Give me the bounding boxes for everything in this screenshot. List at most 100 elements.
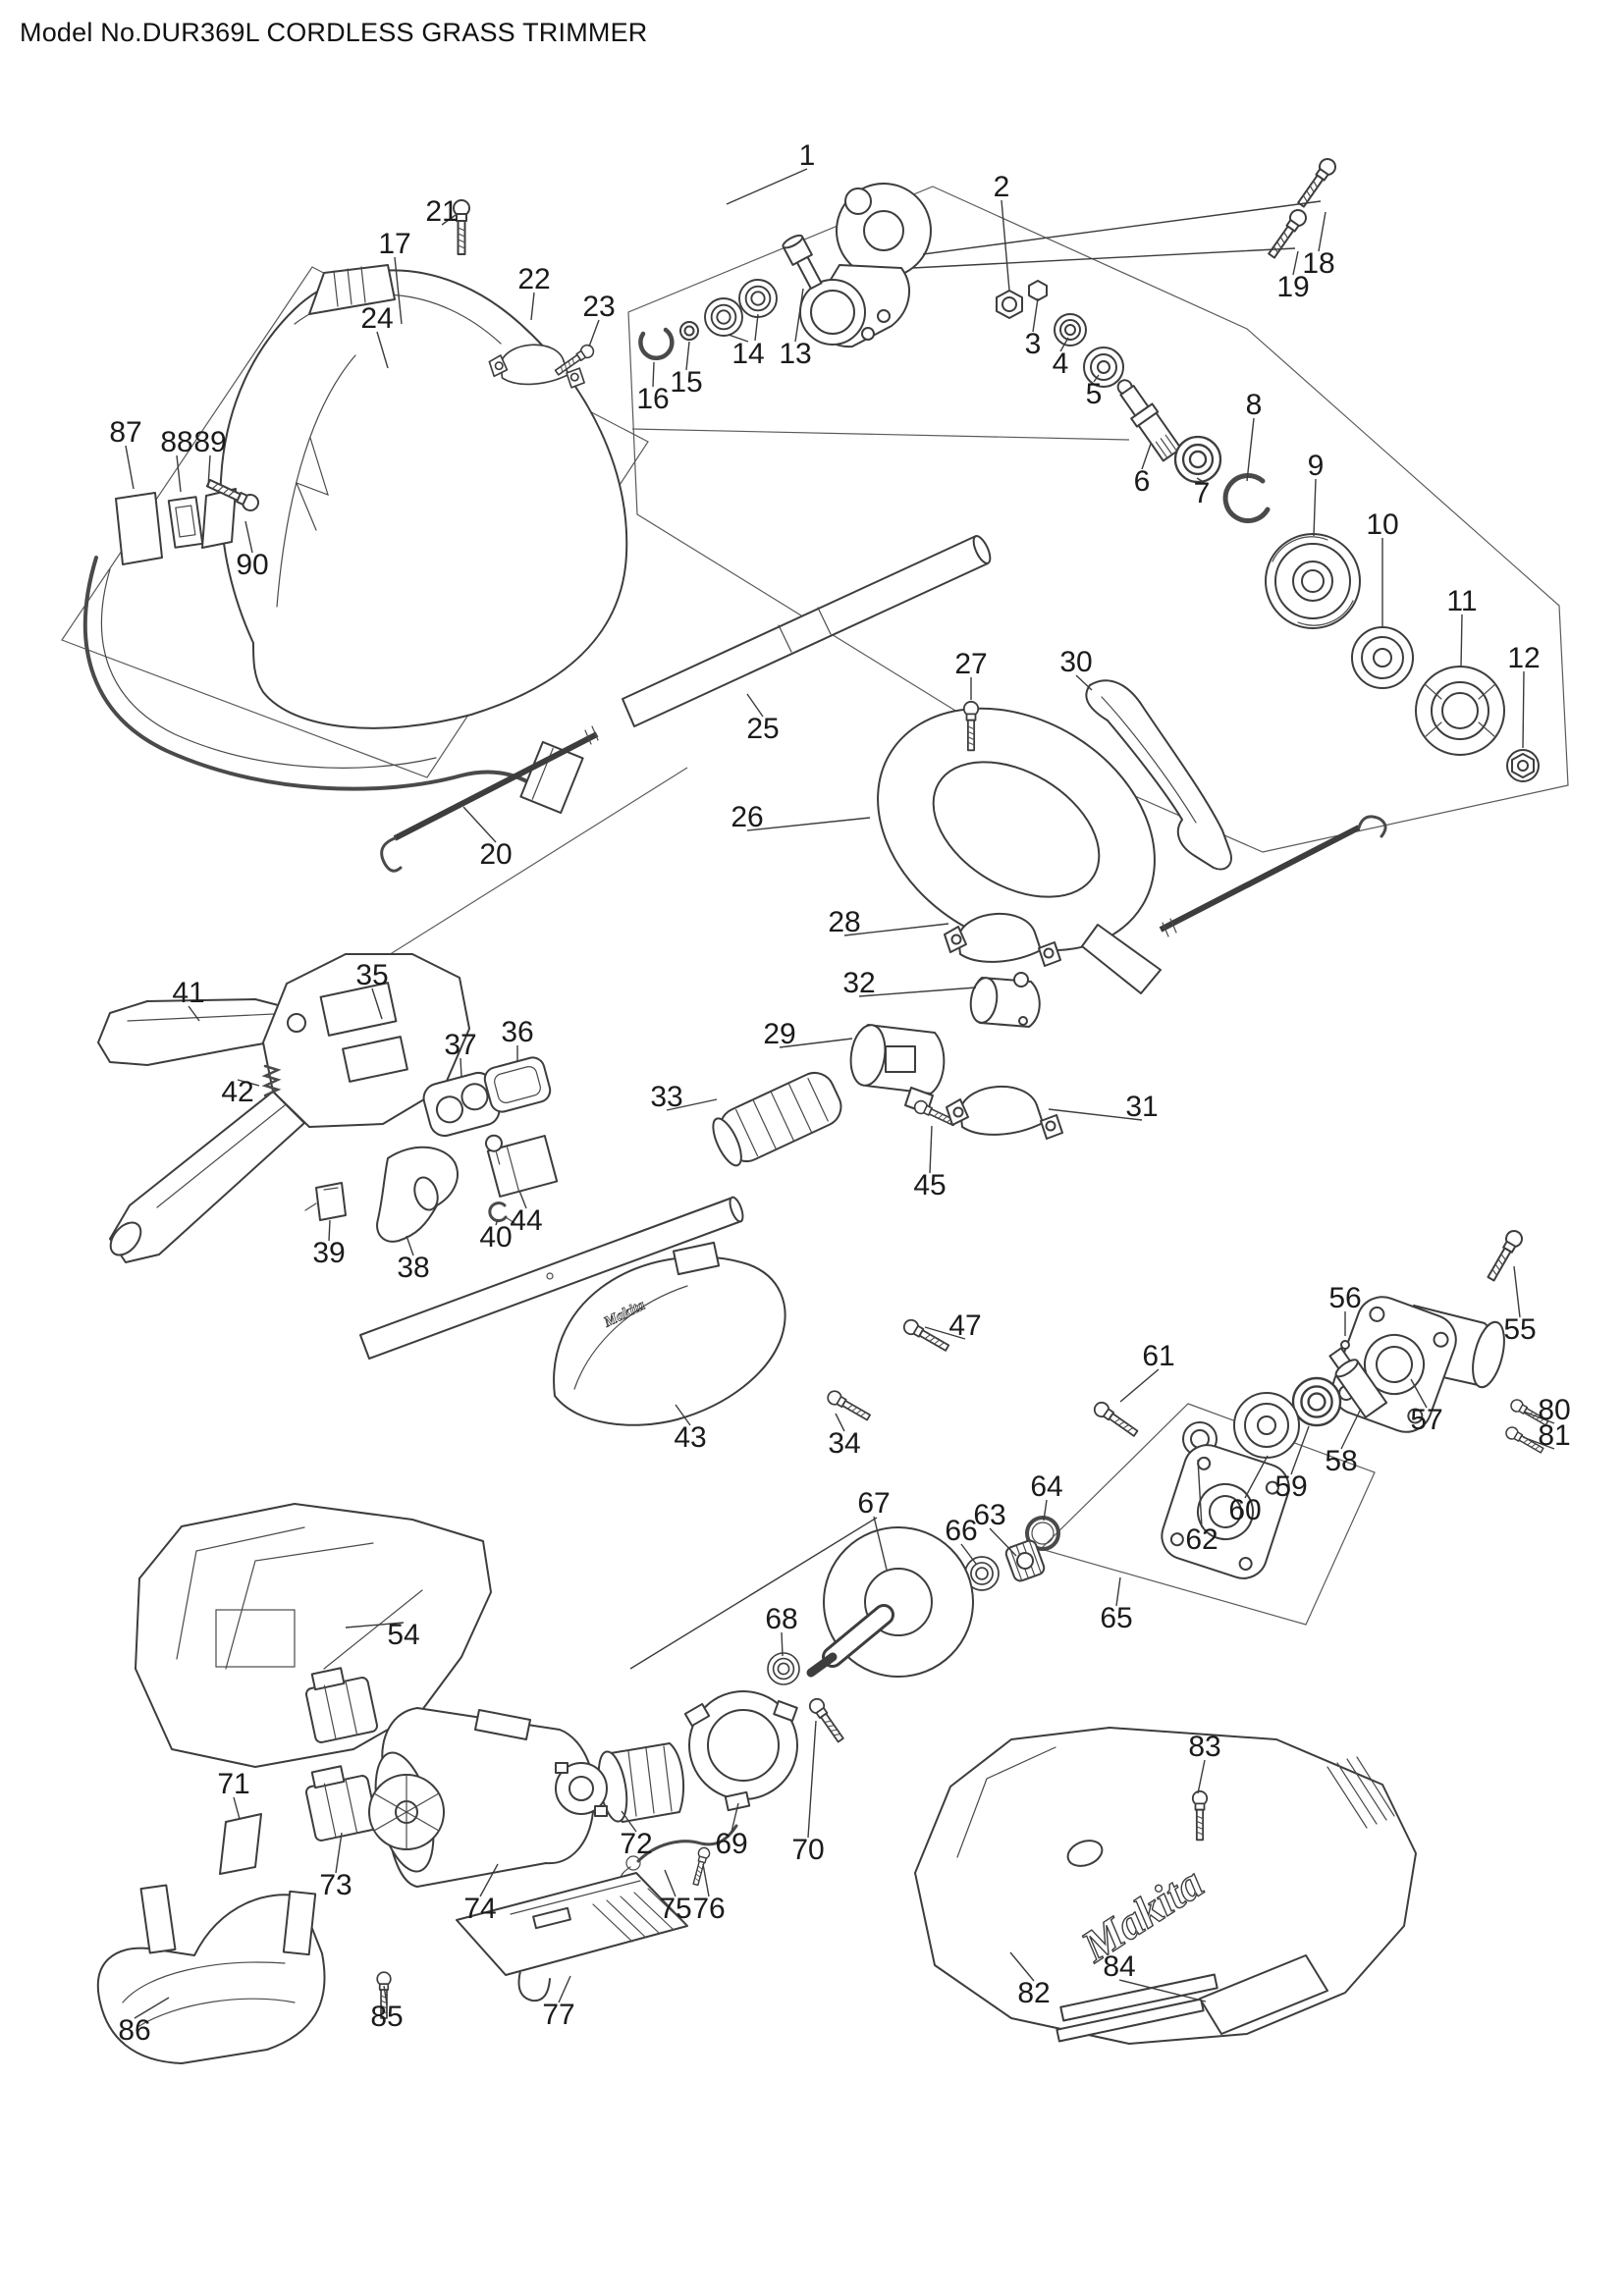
leader-line-13 [794,288,804,343]
part-label-22: 22 [517,263,550,295]
part-label-80: 80 [1538,1394,1570,1426]
cutter-parts-drawing [115,474,262,565]
part-label-62: 62 [1185,1523,1218,1556]
part-label-2: 2 [994,171,1010,203]
armature-67-drawing [806,1526,974,1678]
leader-line-40 [495,1218,499,1226]
leader-line-57 [1410,1378,1428,1409]
part-label-57: 57 [1410,1404,1442,1436]
motor-housing-82-drawing: Makita [914,1727,1417,2045]
leader-line-25 [746,693,764,718]
motor-bracket-54-drawing [135,1503,492,1768]
screw-76-drawing [689,1845,712,1887]
part-label-29: 29 [763,1018,795,1050]
leader-line-58 [1340,1408,1362,1450]
stand-86-drawing [96,1884,326,2064]
part-label-10: 10 [1366,508,1398,541]
leader-line-80 [1523,1411,1555,1424]
leader-line-86 [134,1997,170,2019]
leader-line-35 [371,988,383,1020]
leader-line-70 [807,1720,817,1839]
switch-73b-drawing [304,1765,379,1842]
part-label-90: 90 [236,549,268,581]
leader-line-6 [1141,443,1152,470]
button-37-drawing [422,1071,501,1138]
part-label-70: 70 [791,1834,824,1866]
part-label-47: 47 [948,1309,981,1342]
leader-line-83 [1197,1759,1206,1794]
part-label-58: 58 [1325,1445,1357,1477]
guard-blade-strip-drawing [82,556,584,815]
leader-line-82 [1009,1951,1035,1982]
part-label-30: 30 [1059,646,1092,678]
part-label-39: 39 [312,1237,345,1269]
leader-line-84 [1118,1979,1207,2002]
part-label-64: 64 [1030,1470,1062,1503]
leader-line-30 [1075,674,1093,691]
part-label-74: 74 [463,1893,496,1925]
part-label-72: 72 [620,1828,652,1860]
part-label-15: 15 [670,366,702,399]
leader-line-66 [960,1543,977,1565]
part-label-7: 7 [1194,477,1211,509]
bearing-59-drawing [1291,1376,1342,1427]
pipe-25-drawing [622,535,992,727]
part-label-32: 32 [842,967,875,999]
part-label-68: 68 [765,1603,797,1635]
page-title: Model No.DUR369L CORDLESS GRASS TRIMMER [20,18,648,47]
lower-pipe-drawing [359,1196,744,1360]
part-label-25: 25 [746,713,779,745]
cover-36-drawing [483,1056,552,1113]
part-label-59: 59 [1274,1470,1307,1503]
leader-line-44 [518,1190,527,1209]
motor-74-drawing [368,1707,596,1888]
part-label-24: 24 [360,302,393,335]
part-label-85: 85 [370,2001,403,2033]
part-label-63: 63 [973,1499,1005,1531]
screw-34-drawing [824,1387,873,1424]
leader-line-71 [233,1796,241,1820]
leader-lines [125,168,1555,2019]
screw-55-drawing [1483,1227,1526,1284]
part-label-76: 76 [692,1893,725,1925]
leader-line-16 [652,361,655,388]
part-label-21: 21 [425,195,458,228]
leader-line-8 [1246,417,1255,482]
part-label-13: 13 [779,338,811,370]
label-84-drawing [1199,1954,1328,2035]
leader-line-59 [1290,1425,1310,1475]
leader-line-21 [441,214,457,226]
leader-line-12 [1522,670,1525,749]
rotation-arrow [295,437,329,531]
region-divider [631,428,1130,441]
controller-77-drawing [456,1872,688,2002]
pin-56-drawing [1340,1340,1350,1350]
leader-line-85 [383,1985,388,2005]
clamp-29-drawing [849,1024,946,1114]
leader-line-75 [664,1869,677,1897]
part-label-83: 83 [1188,1731,1220,1763]
leader-line-77 [558,1975,571,2003]
leader-line-41 [188,1005,200,1022]
leader-line-67 [873,1516,888,1571]
assembly-line [911,247,1296,269]
leader-line-60 [1244,1455,1269,1499]
part-label-54: 54 [387,1619,419,1651]
leader-line-28 [843,923,949,936]
part-label-73: 73 [319,1869,352,1901]
part-label-34: 34 [828,1427,860,1460]
stator-72-drawing [555,1742,685,1823]
collar-32-drawing [969,972,1041,1028]
leader-line-17 [394,256,403,325]
leader-line-20 [462,806,497,843]
part-label-40: 40 [479,1221,512,1254]
bearing-box-65-drawing [1161,1444,1290,1579]
leader-line-39 [328,1219,331,1242]
part-label-71: 71 [217,1768,249,1800]
leader-line-90 [244,520,253,554]
shaft-6-drawing [1116,379,1182,462]
spindle-13-drawing [782,234,823,291]
screw-61-drawing [1091,1399,1141,1441]
label-71-drawing [219,1813,262,1875]
